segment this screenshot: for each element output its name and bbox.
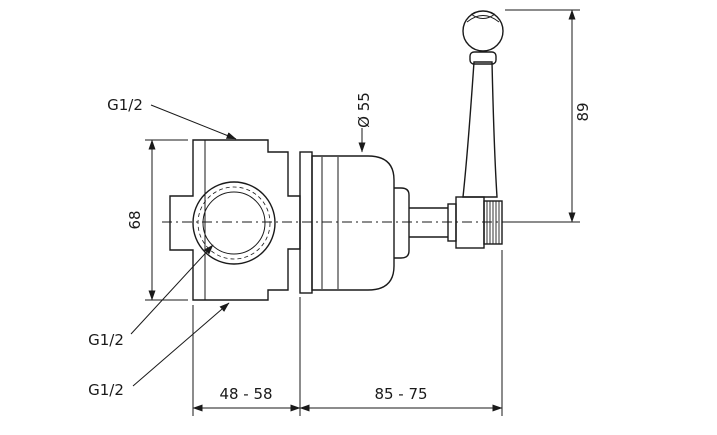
handle-ball-arc-1: [466, 15, 500, 23]
dim-68-label: 68: [126, 210, 144, 229]
dimension-escutcheon-diameter: Ø 55: [355, 92, 373, 153]
handle-ball-arc-2: [470, 13, 496, 19]
dim-48-58-label: 48 - 58: [219, 385, 272, 403]
dimension-body-height: 68: [126, 139, 188, 301]
valve-body-outline: [169, 139, 301, 301]
front-port-outer-circle: [192, 181, 276, 265]
hub-collar: [447, 203, 457, 242]
g12-bottom-label: G1/2: [88, 381, 124, 399]
handle-ball: [462, 10, 504, 52]
front-port-inner-circle: [202, 191, 266, 255]
hub-knurl-lines: [486, 201, 500, 244]
hub-body: [455, 196, 485, 249]
g12-front-label: G1/2: [88, 331, 124, 349]
lever-collar: [469, 51, 497, 65]
escutcheon-dome: [311, 155, 395, 291]
escutcheon-profile: [299, 151, 448, 294]
g12-front-leader: [130, 244, 214, 335]
dimension-handle-height: 89: [505, 9, 592, 223]
front-port-thread-circle: [197, 186, 271, 260]
handle-hub: [447, 196, 503, 249]
dimension-depth-ranges: 48 - 58 85 - 75: [192, 250, 503, 416]
lever-arm: [462, 61, 498, 198]
g12-top-label: G1/2: [107, 96, 143, 114]
escutcheon-step-ring: [394, 187, 410, 259]
escutcheon-backplate: [299, 151, 313, 294]
handle-lever: [462, 10, 504, 198]
dim-89-label: 89: [574, 102, 592, 121]
valve-body: [169, 139, 301, 301]
port-callouts: G1/2 G1/2 G1/2: [88, 96, 237, 399]
dim-d55-label: Ø 55: [355, 92, 373, 128]
g12-bottom-leader: [132, 302, 230, 387]
g12-top-leader: [150, 104, 237, 140]
dim-85-75-label: 85 - 75: [374, 385, 427, 403]
